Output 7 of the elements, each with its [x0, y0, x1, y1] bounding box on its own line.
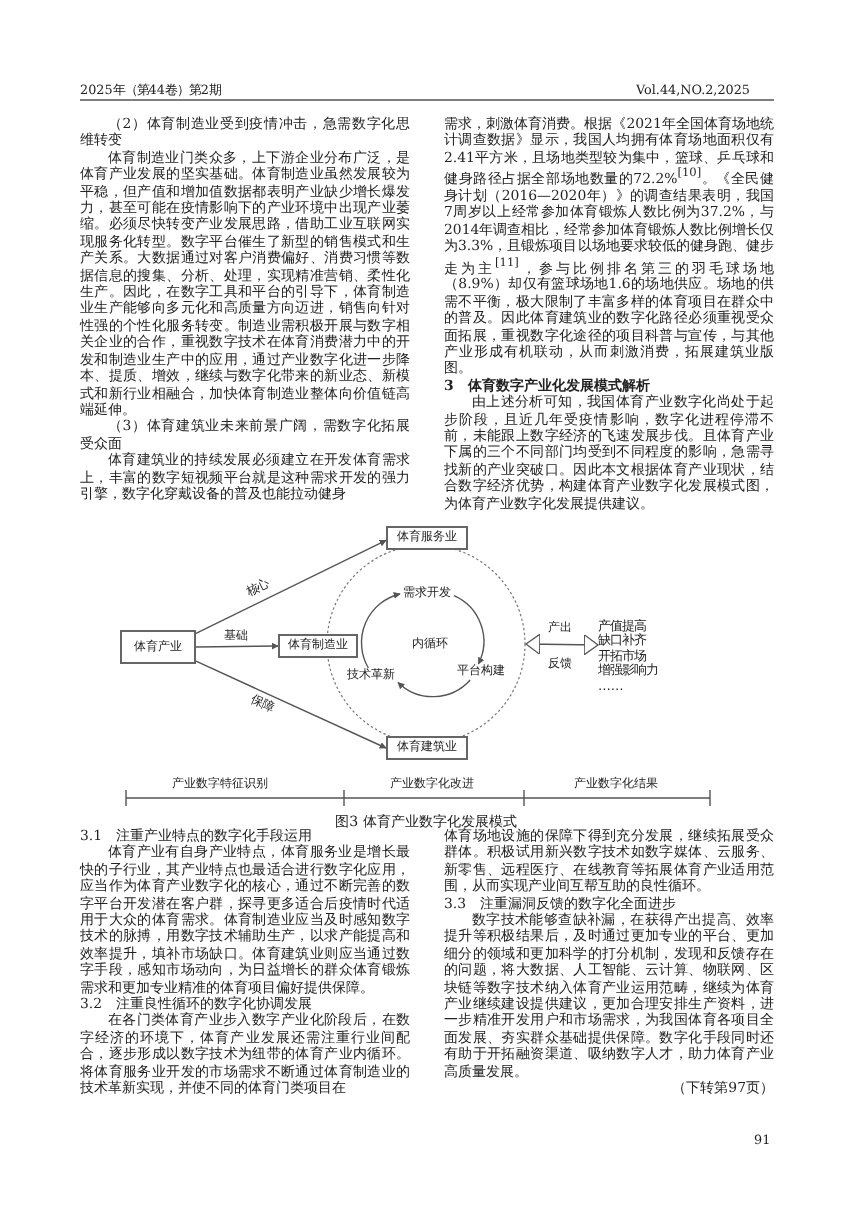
cycle-arrow — [397, 679, 471, 698]
double-arrow — [525, 633, 599, 656]
cycle-arrow — [453, 594, 485, 665]
arrow — [195, 642, 279, 650]
arrow — [195, 539, 387, 635]
arrow — [195, 660, 387, 749]
cycle-arrow — [360, 592, 401, 669]
